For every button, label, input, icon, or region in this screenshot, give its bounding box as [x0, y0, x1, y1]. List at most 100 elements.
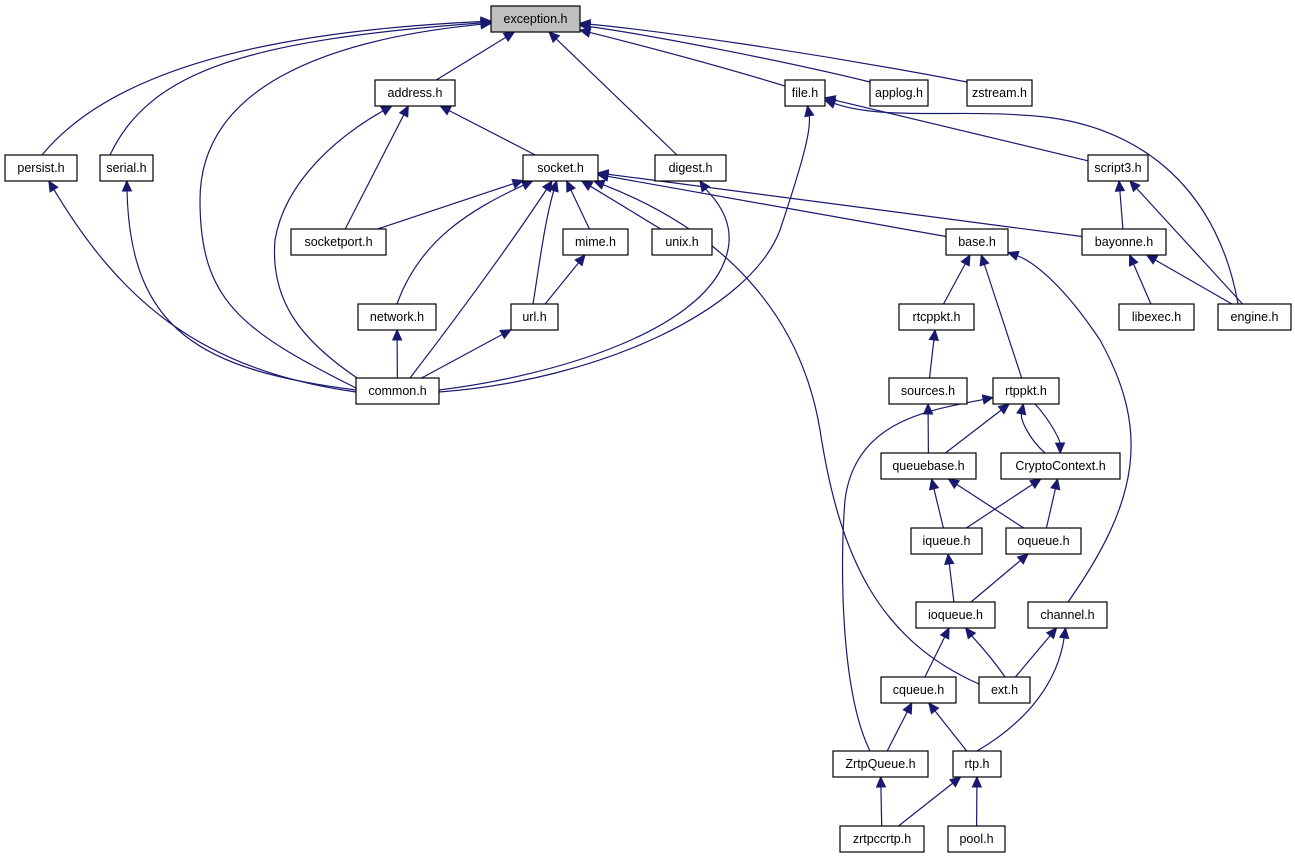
node-box[interactable] [355, 377, 440, 405]
edge-line [1119, 189, 1124, 230]
edge-line [833, 102, 1239, 305]
node-box[interactable] [869, 79, 929, 107]
node-rtcppkt[interactable]: rtcppkt.h [898, 303, 975, 331]
node-box[interactable] [832, 750, 929, 778]
node-box[interactable] [915, 601, 996, 629]
node-box[interactable] [952, 750, 1002, 778]
node-bayonne[interactable]: bayonne.h [1081, 228, 1167, 256]
node-cqueue[interactable]: cqueue.h [880, 676, 957, 704]
node-pool[interactable]: pool.h [947, 825, 1006, 853]
node-label: sources.h [901, 384, 955, 398]
arrowhead-icon [1129, 180, 1141, 193]
arrowhead-icon [949, 776, 962, 788]
edge-rtppkt-to-cryptocontext [1034, 403, 1066, 455]
arrowhead-icon [1054, 442, 1066, 455]
node-box[interactable] [1000, 452, 1121, 480]
node-serial[interactable]: serial.h [99, 154, 154, 182]
edge-queuebase-to-rtppkt [945, 403, 1011, 454]
node-box[interactable] [1081, 228, 1167, 256]
edge-bayonne-to-socket [596, 169, 1083, 238]
node-box[interactable] [839, 825, 925, 853]
edge-line [970, 559, 1022, 603]
node-base[interactable]: base.h [945, 228, 1009, 256]
node-sources[interactable]: sources.h [888, 377, 968, 405]
node-queuebase[interactable]: queuebase.h [880, 452, 977, 480]
node-cryptocontext[interactable]: CryptoContext.h [1000, 452, 1121, 480]
node-libexec[interactable]: libexec.h [1118, 303, 1195, 331]
node-zrtpccrtp[interactable]: zrtpccrtp.h [839, 825, 925, 853]
node-box[interactable] [784, 79, 826, 107]
edge-iqueue-to-queuebase [928, 477, 944, 529]
node-box[interactable] [947, 825, 1006, 853]
node-url[interactable]: url.h [510, 303, 559, 331]
node-box[interactable] [4, 154, 78, 182]
edge-line [983, 263, 1023, 379]
node-zrtpqueue[interactable]: ZrtpQueue.h [832, 750, 929, 778]
node-ext[interactable]: ext.h [978, 676, 1031, 704]
node-box[interactable] [978, 676, 1031, 704]
node-box[interactable] [651, 228, 713, 256]
node-oqueue[interactable]: oqueue.h [1005, 527, 1082, 555]
node-box[interactable] [1118, 303, 1195, 331]
edge-line [421, 333, 504, 379]
node-box[interactable] [1005, 527, 1082, 555]
arrowhead-icon [596, 169, 610, 180]
node-label: address.h [388, 86, 443, 100]
node-box[interactable] [880, 676, 957, 704]
node-box[interactable] [1087, 154, 1149, 182]
node-script3[interactable]: script3.h [1087, 154, 1149, 182]
node-iqueue[interactable]: iqueue.h [910, 527, 983, 555]
node-box[interactable] [880, 452, 977, 480]
edge-zrtpqueue-to-cqueue [886, 701, 913, 752]
node-unix[interactable]: unix.h [651, 228, 713, 256]
edge-line [948, 562, 955, 603]
arrowhead-icon [1058, 626, 1070, 640]
node-network[interactable]: network.h [357, 303, 437, 331]
node-box[interactable] [1217, 303, 1292, 331]
node-address[interactable]: address.h [374, 79, 456, 107]
node-socketport[interactable]: socketport.h [290, 228, 387, 256]
node-box[interactable] [945, 228, 1009, 256]
node-label: url.h [522, 310, 546, 324]
node-box[interactable] [910, 527, 983, 555]
node-box[interactable] [357, 303, 437, 331]
node-box[interactable] [374, 79, 456, 107]
node-label: zstream.h [972, 86, 1027, 100]
node-box[interactable] [562, 228, 629, 256]
edge-oqueue-to-queuebase [947, 478, 1024, 529]
edge-rtp-to-channel [976, 626, 1070, 752]
node-digest[interactable]: digest.h [654, 154, 727, 182]
node-box[interactable] [99, 154, 154, 182]
node-box[interactable] [522, 154, 599, 182]
node-rtp[interactable]: rtp.h [952, 750, 1002, 778]
node-common[interactable]: common.h [355, 377, 440, 405]
node-label: unix.h [665, 235, 698, 249]
edge-line [965, 483, 1034, 529]
node-socket[interactable]: socket.h [522, 154, 599, 182]
edge-line [606, 173, 1083, 238]
node-applog[interactable]: applog.h [869, 79, 929, 107]
edge-common-to-digest [438, 180, 730, 391]
node-box[interactable] [966, 79, 1033, 107]
edge-common-to-serial [121, 179, 357, 391]
node-channel[interactable]: channel.h [1027, 601, 1108, 629]
node-ioqueue[interactable]: ioqueue.h [915, 601, 996, 629]
edge-base-to-socket [596, 171, 947, 238]
node-rtppkt[interactable]: rtppkt.h [992, 377, 1060, 405]
edge-line [606, 175, 947, 238]
node-box[interactable] [654, 154, 727, 182]
node-box[interactable] [888, 377, 968, 405]
node-persist[interactable]: persist.h [4, 154, 78, 182]
node-box[interactable] [1027, 601, 1108, 629]
node-box[interactable] [898, 303, 975, 331]
node-box[interactable] [290, 228, 387, 256]
edge-line [377, 182, 515, 230]
node-box[interactable] [992, 377, 1060, 405]
node-mime[interactable]: mime.h [562, 228, 629, 256]
node-box[interactable] [510, 303, 559, 331]
edge-line [1014, 634, 1052, 678]
node-zstream[interactable]: zstream.h [966, 79, 1033, 107]
node-engine[interactable]: engine.h [1217, 303, 1292, 331]
node-file[interactable]: file.h [784, 79, 826, 107]
arrowhead-icon [1050, 477, 1061, 491]
